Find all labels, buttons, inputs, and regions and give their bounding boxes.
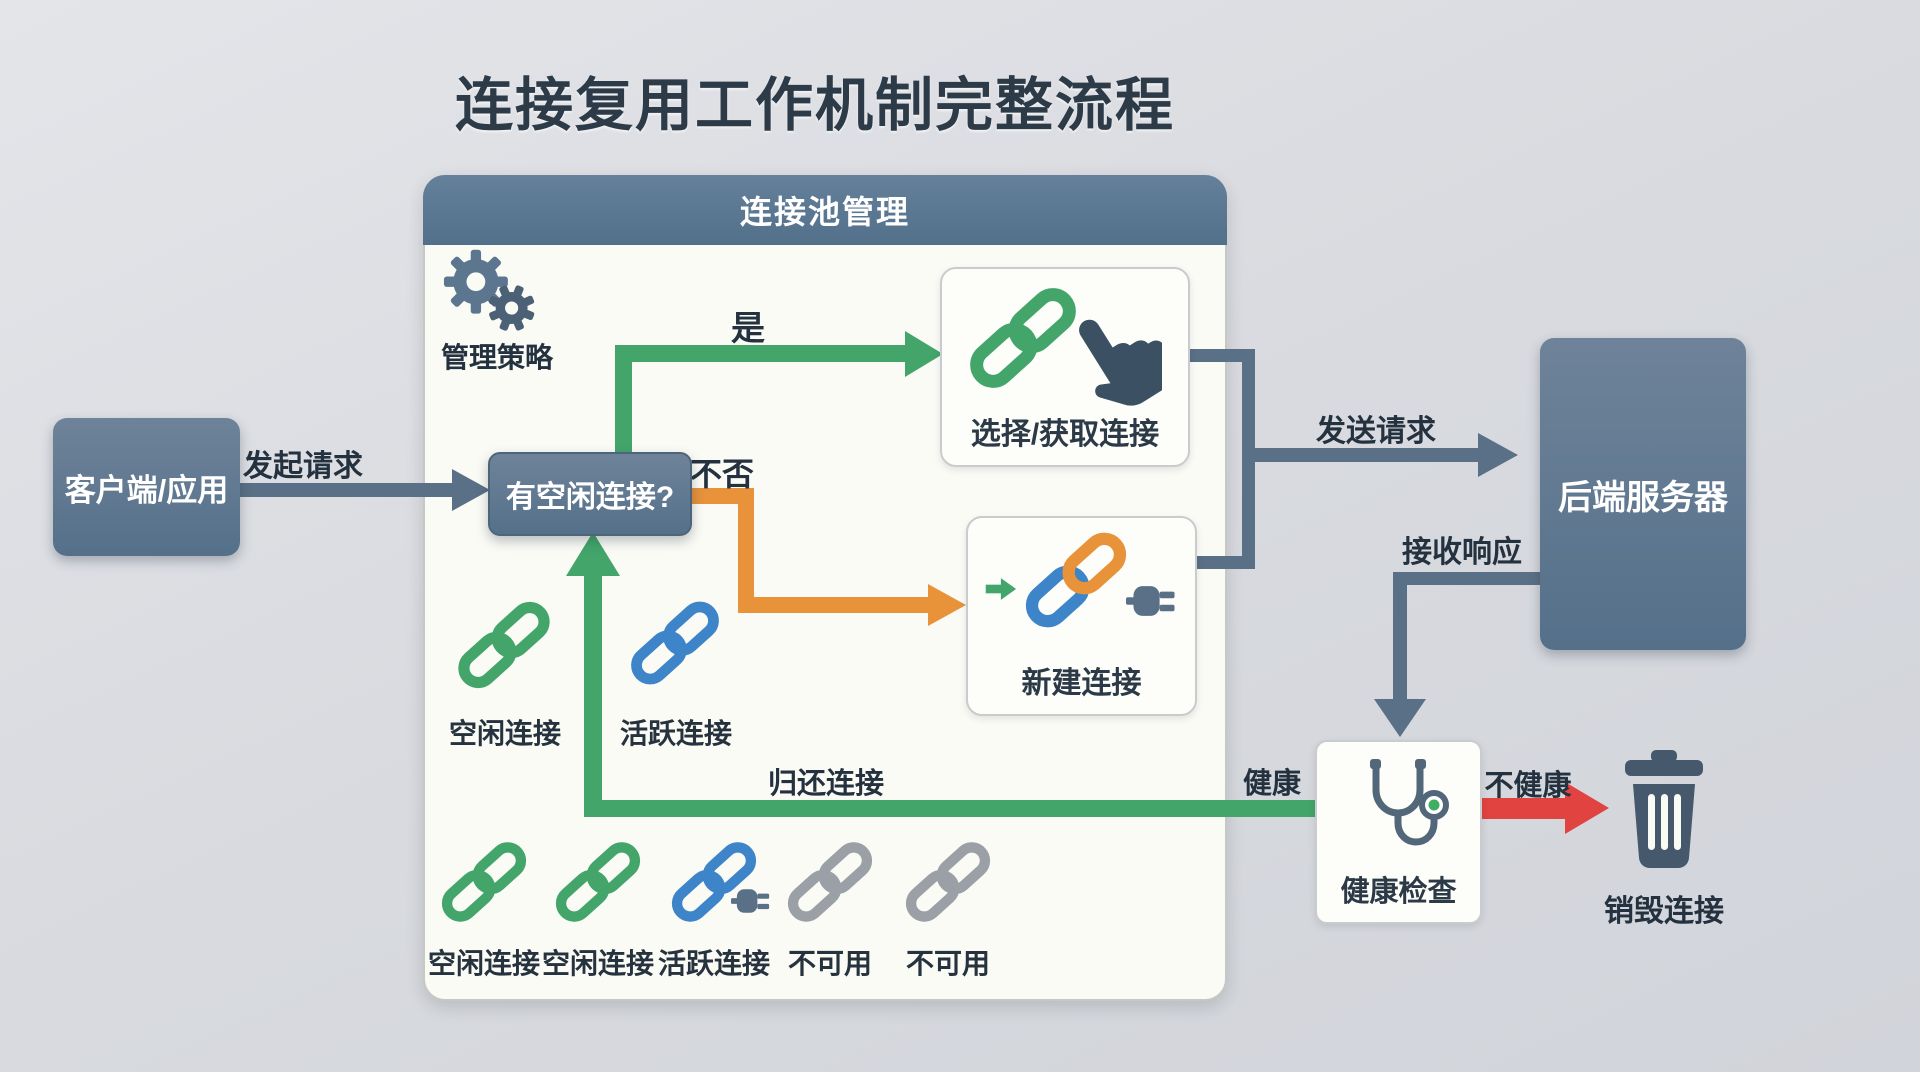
yes-arrow-head — [905, 331, 943, 377]
no-path-vertical — [738, 488, 754, 613]
select-connection-label: 选择/获取连接 — [970, 418, 1160, 451]
client-box-label: 客户端/应用 — [64, 472, 229, 508]
chain-two-tone-icon — [1025, 532, 1127, 628]
pool-header: 连接池管理 — [423, 175, 1227, 245]
no-path-h1 — [688, 488, 754, 504]
return-label: 归还连接 — [767, 768, 885, 800]
gears-icon — [443, 249, 535, 331]
page-title: 连接复用工作机制完整流程 — [454, 73, 1176, 138]
return-path-horizontal — [593, 800, 1315, 817]
health-check-card: 健康检查 — [1315, 740, 1482, 924]
mid-row-label: 空闲连接 — [448, 718, 562, 749]
healthy-label: 健康 — [1242, 768, 1302, 800]
request-arrow-head — [452, 469, 490, 511]
create-connection-label: 新建连接 — [1021, 667, 1142, 700]
server-box-label: 后端服务器 — [1558, 478, 1728, 517]
return-path-vertical — [584, 574, 602, 817]
plug-icon — [731, 884, 775, 918]
send-label: 发送请求 — [1316, 415, 1436, 448]
idle-chain-icon — [551, 832, 645, 932]
send-arrow-line — [1255, 448, 1478, 462]
strategy-label: 管理策略 — [440, 342, 554, 373]
receive-arrow-head — [1374, 699, 1426, 737]
server-box: 后端服务器 — [1540, 338, 1746, 650]
no-label: 不否 — [689, 456, 755, 492]
destroy-label: 销毁连接 — [1604, 895, 1724, 928]
bracket-vertical — [1242, 349, 1255, 569]
receive-label: 接收响应 — [1402, 536, 1522, 569]
return-arrow-head — [566, 532, 620, 576]
bracket-stub-bottom — [1193, 556, 1255, 569]
idle-chain-icon — [453, 592, 555, 698]
stethoscope-icon — [1370, 759, 1449, 846]
yes-path-horizontal — [615, 345, 905, 362]
request-label: 发起请求 — [243, 450, 363, 483]
hand-cursor-icon — [1079, 319, 1162, 406]
decision-box: 有空闲连接? — [488, 452, 692, 536]
no-path-h2 — [738, 597, 928, 613]
create-connection-card: 新建连接 — [966, 516, 1197, 716]
unavailable-chain-icon — [783, 832, 877, 932]
trash-icon — [1625, 750, 1703, 868]
unavailable-chain-icon — [901, 832, 995, 932]
new-arrow-icon — [985, 578, 1017, 600]
active-chain-icon — [626, 592, 724, 694]
bottom-row-label: 空闲连接 — [427, 948, 541, 979]
bracket-stub-top — [1185, 349, 1255, 362]
mid-row-label: 活跃连接 — [619, 718, 733, 749]
bottom-row-label: 空闲连接 — [541, 948, 655, 979]
no-arrow-head — [928, 584, 966, 626]
health-check-label: 健康检查 — [1340, 876, 1457, 908]
bottom-row-label: 不可用 — [905, 948, 991, 979]
client-box: 客户端/应用 — [53, 418, 240, 556]
bottom-row-label: 不可用 — [787, 948, 873, 979]
idle-chain-icon — [437, 832, 531, 932]
plug-icon — [1126, 580, 1182, 622]
yes-label: 是 — [731, 310, 765, 348]
request-arrow-line — [240, 483, 452, 497]
unhealthy-arrow-line — [1477, 798, 1565, 819]
select-connection-card: 选择/获取连接 — [940, 267, 1190, 467]
decision-box-label: 有空闲连接? — [505, 481, 675, 514]
unhealthy-arrow-head — [1565, 782, 1609, 834]
send-arrow-head — [1478, 433, 1518, 477]
receive-path-horizontal — [1400, 572, 1540, 585]
yes-path-vertical — [615, 353, 632, 452]
unhealthy-label: 不健康 — [1484, 770, 1572, 802]
receive-path-vertical — [1393, 572, 1407, 700]
bottom-row-label: 活跃连接 — [657, 948, 771, 979]
